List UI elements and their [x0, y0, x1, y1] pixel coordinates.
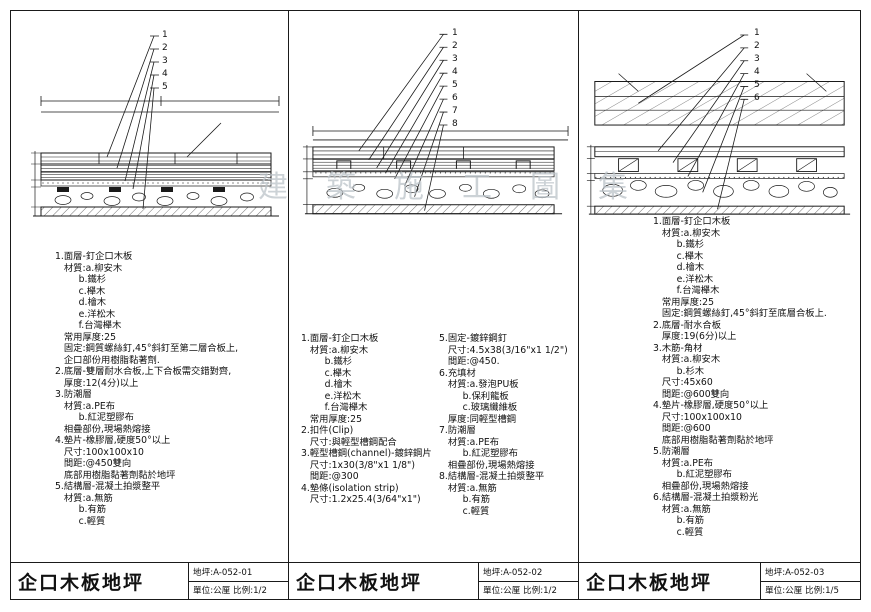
callout-number: 3 [452, 54, 458, 64]
callout-number: 2 [162, 43, 168, 53]
spec-notes: 1.面層-釘企口木板 材質:a.柳安木 b.鐵杉 c.櫸木 d.檜木 e.洋松木… [55, 251, 239, 527]
section-linework [31, 35, 280, 217]
callout-number: 4 [162, 69, 168, 79]
title-block: 企口木板地坪 地坪:A-052-03 單位:公厘 比例:1/5 [579, 562, 860, 599]
drawing-number: 地坪:A-052-03 [761, 563, 860, 582]
callout-number: 4 [754, 67, 760, 77]
title-block-info: 地坪:A-052-03 單位:公厘 比例:1/5 [760, 563, 860, 599]
title-block-info: 地坪:A-052-01 單位:公厘 比例:1/2 [188, 563, 288, 599]
panel-title: 企口木板地坪 [586, 571, 713, 594]
title-block: 企口木板地坪 地坪:A-052-01 單位:公厘 比例:1/2 [11, 562, 288, 599]
panel-detail-1: 1 2 3 4 5 1.面層-釘企口木板 材質:a.柳安木 b.鐵杉 c.櫸木 … [11, 11, 288, 599]
callout-number: 1 [162, 30, 168, 40]
panel-title: 企口木板地坪 [18, 571, 145, 594]
unit-scale: 單位:公厘 比例:1/5 [765, 586, 839, 597]
callout-number: 2 [452, 41, 458, 51]
callout-number: 6 [452, 93, 458, 103]
drawing-number: 地坪:A-052-02 [479, 563, 578, 582]
callout-number: 2 [754, 41, 760, 51]
callout-number: 7 [452, 106, 458, 116]
section-drawing-1: 1 2 3 4 5 [11, 11, 288, 246]
callout-number: 1 [754, 28, 760, 38]
section-linework [302, 33, 569, 215]
section-drawing-2: 1 2 3 4 5 6 7 8 [289, 11, 578, 246]
panel-title: 企口木板地坪 [296, 571, 423, 594]
callout-number: 5 [452, 80, 458, 90]
callout-number: 1 [452, 28, 458, 38]
callout-column: 1 2 3 4 5 [162, 29, 168, 94]
callout-number: 3 [754, 54, 760, 64]
callout-number: 8 [452, 119, 458, 129]
callout-number: 6 [754, 93, 760, 103]
callout-number: 5 [754, 80, 760, 90]
unit-scale: 單位:公厘 比例:1/2 [483, 586, 557, 597]
spec-notes: 1.面層-釘企口木板 材質:a.柳安木 b.鐵杉 c.櫸木 d.檜木 e.洋松木… [653, 216, 827, 538]
sheet-border: 1 2 3 4 5 1.面層-釘企口木板 材質:a.柳安木 b.鐵杉 c.櫸木 … [10, 10, 861, 600]
spec-notes-left: 1.面層-釘企口木板 材質:a.柳安木 b.鐵杉 c.櫸木 d.檜木 e.洋松木… [301, 333, 432, 505]
title-block-info: 地坪:A-052-02 單位:公厘 比例:1/2 [478, 563, 578, 599]
callout-number: 5 [162, 82, 168, 92]
spec-notes-right: 5.固定-鍍鋅鋼釘 尺寸:4.5x38(3/16"x1 1/2") 間距:@45… [439, 333, 568, 517]
panel-detail-3: 1 2 3 4 5 6 1.面層-釘企口木板 材質:a.柳安木 b.鐵杉 c.櫸… [578, 11, 860, 599]
title-block: 企口木板地坪 地坪:A-052-02 單位:公厘 比例:1/2 [289, 562, 578, 599]
callout-column: 1 2 3 4 5 6 7 8 [452, 27, 458, 131]
callout-number: 3 [162, 56, 168, 66]
panel-detail-2: 1 2 3 4 5 6 7 8 1.面層-釘企口木板 材質:a.柳安木 b.鐵杉… [288, 11, 578, 599]
callout-column: 1 2 3 4 5 6 [754, 27, 760, 105]
drawing-number: 地坪:A-052-01 [189, 563, 288, 582]
section-linework [586, 34, 851, 215]
unit-scale: 單位:公厘 比例:1/2 [193, 586, 267, 597]
callout-number: 4 [452, 67, 458, 77]
section-drawing-3: 1 2 3 4 5 6 [579, 11, 860, 246]
